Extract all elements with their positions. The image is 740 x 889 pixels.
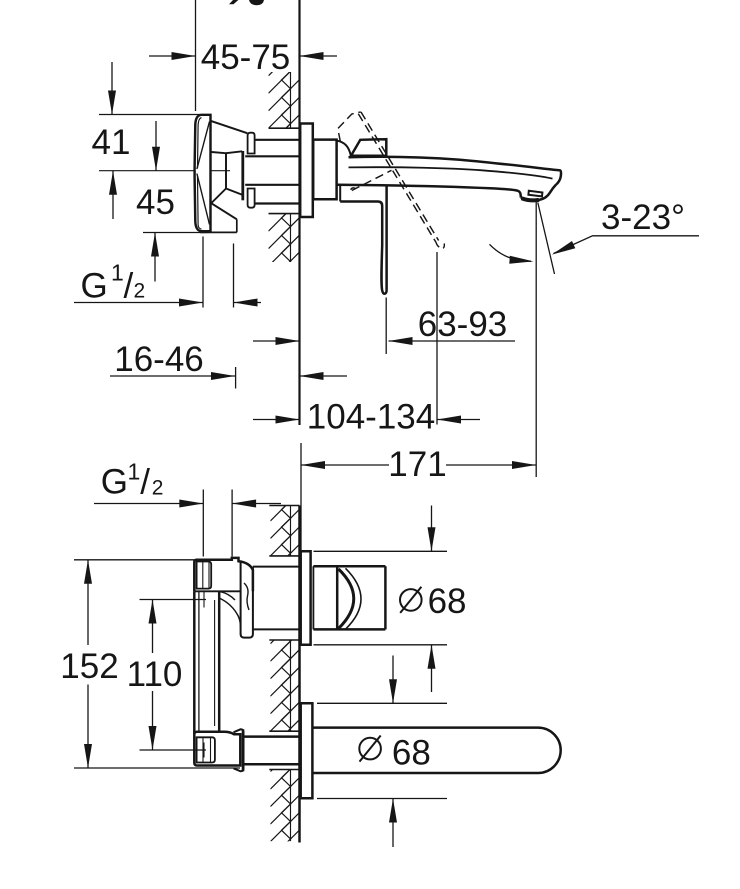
svg-text:G: G <box>81 267 108 306</box>
svg-text:2: 2 <box>134 280 146 303</box>
svg-text:104-134: 104-134 <box>307 398 435 437</box>
svg-text:68: 68 <box>392 734 431 773</box>
svg-text:68: 68 <box>428 582 467 621</box>
svg-text:152: 152 <box>60 647 118 686</box>
svg-text:171: 171 <box>388 445 446 484</box>
svg-text:45: 45 <box>136 183 175 222</box>
svg-text:63-93: 63-93 <box>418 305 508 344</box>
svg-text:/: / <box>140 462 150 501</box>
svg-text:G: G <box>101 462 128 501</box>
svg-text:16-46: 16-46 <box>114 340 204 379</box>
svg-text:41: 41 <box>92 123 131 162</box>
svg-text:/: / <box>124 267 134 306</box>
svg-text:3-23°: 3-23° <box>601 198 685 237</box>
svg-text:45-75: 45-75 <box>201 38 291 77</box>
svg-text:1: 1 <box>111 260 124 286</box>
svg-text:2: 2 <box>152 477 164 500</box>
svg-text:110: 110 <box>127 655 183 694</box>
svg-text:1: 1 <box>128 459 141 485</box>
